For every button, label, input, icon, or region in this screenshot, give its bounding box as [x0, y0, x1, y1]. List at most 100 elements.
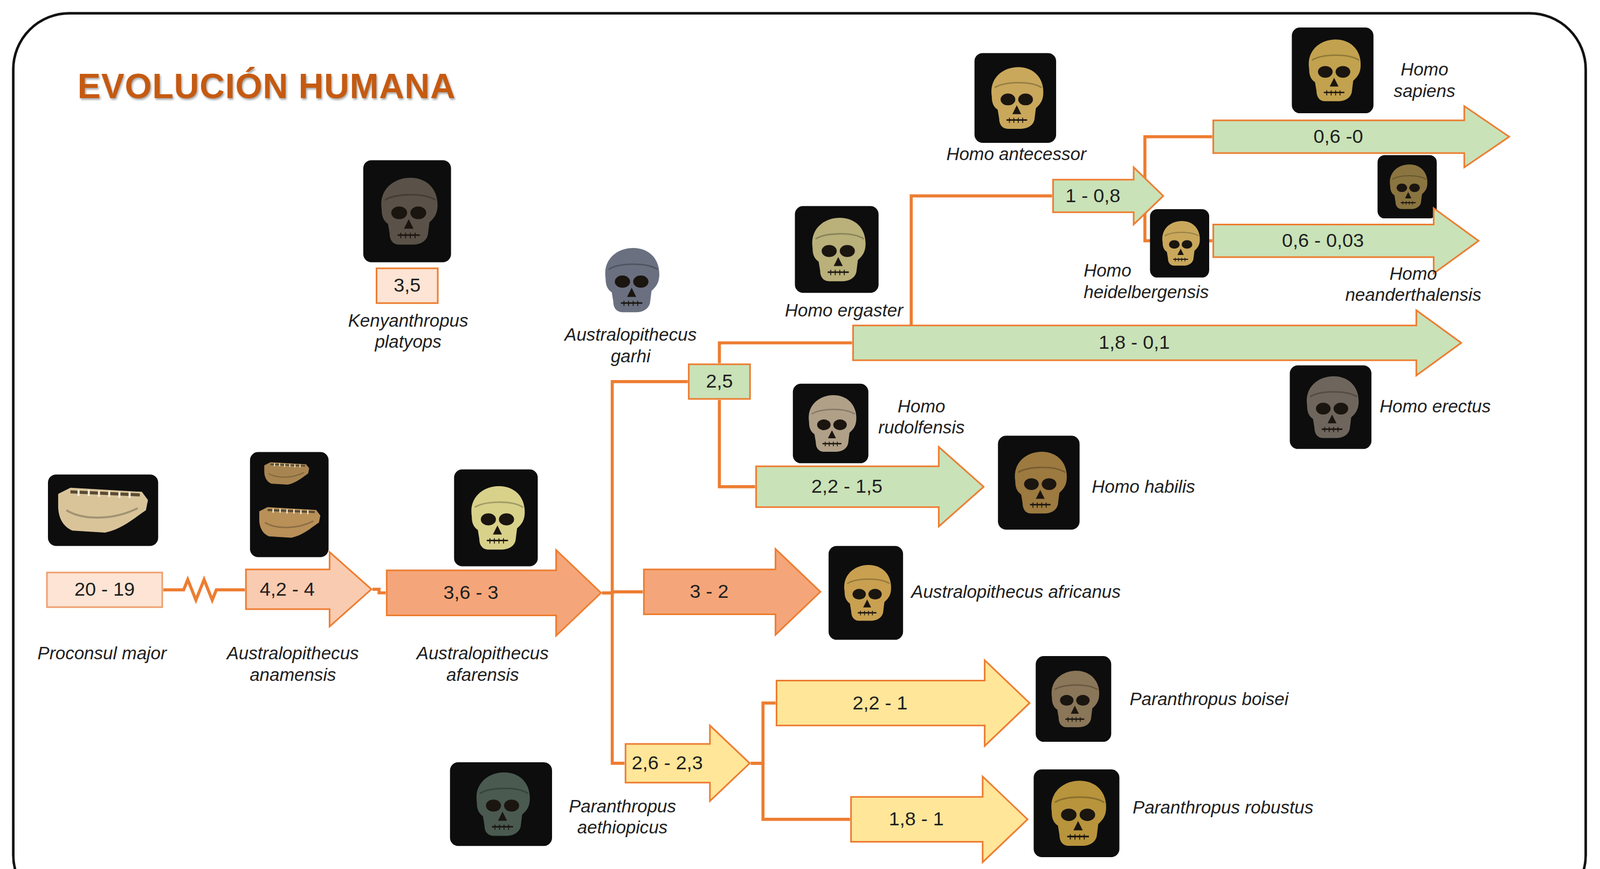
species-name: Homo rudolfensis	[865, 395, 978, 439]
age-range: 4,2 - 4	[259, 577, 315, 601]
frame-border	[13, 13, 1586, 869]
age-range: 20 - 19	[74, 578, 135, 602]
branch-line	[719, 342, 852, 364]
age-arrow: 1,8 - 0,1Homo erectus	[852, 309, 1463, 377]
species-name: Homo ergaster	[714, 299, 903, 322]
skull-photo	[363, 160, 452, 262]
shape-outline	[1052, 167, 1163, 225]
species-name: Paranthropus boisei	[1129, 688, 1364, 711]
species-name: Australopithecus garhi	[548, 324, 713, 368]
skull-photo	[1033, 769, 1120, 858]
range-holder: 4,2 - 4	[244, 569, 330, 610]
species-name: Homo neanderthalensis	[1326, 263, 1501, 307]
species-name: Homo antecessor	[924, 143, 1109, 166]
branch-line	[911, 195, 1052, 326]
age-range: 3,6 - 3	[443, 581, 499, 605]
branch-line	[750, 763, 851, 820]
shape-outline	[376, 268, 438, 303]
skull-photo	[997, 435, 1080, 530]
range-holder: 3 - 2	[642, 569, 776, 615]
age-range: 0,6 - 0,03	[1281, 229, 1364, 253]
age-range: 3,5	[393, 274, 421, 298]
species-name: Kenyanthropus platyops	[326, 309, 491, 354]
branch-line	[602, 381, 688, 593]
skull-photo	[792, 383, 869, 464]
shape-outline	[46, 572, 163, 608]
shape-outline	[1213, 208, 1479, 274]
skull-photo	[1291, 27, 1374, 114]
skull-photo	[1377, 155, 1437, 219]
skull-photo	[450, 762, 553, 846]
shape-outline	[756, 446, 984, 527]
range-holder: 2,6 - 2,3	[624, 743, 710, 783]
age-range: 1,8 - 1	[888, 808, 944, 831]
skull-photo	[250, 452, 329, 558]
skull-photo	[795, 205, 879, 293]
age-arrow: 0,6 -0Homo sapiens	[1212, 105, 1511, 169]
shape-outline	[852, 309, 1461, 376]
skull-photo	[453, 469, 538, 567]
range-holder: 20 - 19	[45, 571, 164, 609]
range-holder: 1 - 0,8	[1052, 179, 1134, 213]
branch-line	[372, 589, 386, 593]
shape-outline	[851, 776, 1028, 862]
age-range: 2,2 - 1	[852, 691, 908, 715]
age-box: 20 - 19Proconsul major	[45, 571, 164, 609]
shape-outline	[688, 364, 751, 399]
species-name: Proconsul major	[20, 642, 184, 665]
range-holder: 3,5	[375, 267, 439, 305]
branch-line	[719, 400, 755, 487]
species-name: Homo erectus	[1379, 395, 1554, 418]
age-arrow: 2,2 - 1,5Homo habilis	[755, 445, 985, 528]
shape-outline	[245, 552, 372, 627]
species-name: Australopithecus africanus	[911, 581, 1187, 604]
species-name: Homo heidelbergensis	[1083, 260, 1237, 304]
age-arrow: 0,6 - 0,03Homo neanderthalensis	[1212, 207, 1480, 275]
species-name: Homo sapiens	[1383, 59, 1466, 102]
shape-outline	[776, 660, 1030, 747]
skull-photo	[47, 474, 158, 547]
skull-photo	[1035, 656, 1112, 742]
branch-line	[750, 702, 776, 764]
skull-photo	[605, 247, 660, 313]
age-range: 1 - 0,8	[1065, 184, 1121, 208]
species-name: Australopithecus anamensis	[211, 642, 375, 686]
skull-photo	[1149, 209, 1210, 278]
age-range: 2,6 - 2,3	[631, 752, 703, 775]
age-arrow: 1,8 - 1Paranthropus robustus	[850, 775, 1029, 864]
age-arrow: 3 - 2Australopithecus africanus	[642, 547, 822, 636]
species-name: Paranthropus robustus	[1132, 796, 1368, 819]
range-holder: 0,6 -0	[1212, 120, 1465, 154]
age-arrow: 4,2 - 4Australopithecus anamensis	[244, 550, 373, 628]
age-box: 3,5Kenyanthropus platyops	[375, 267, 439, 305]
skull-photo	[974, 52, 1057, 143]
range-holder: 2,5	[687, 363, 751, 400]
range-holder: 3,6 - 3	[385, 570, 556, 616]
age-arrow: 2,6 - 2,3Paranthropus aethiopicus	[624, 724, 751, 803]
diagram-title: EVOLUCIÓN HUMANA	[77, 65, 457, 107]
age-arrow: 1 - 0,8Homo antecessor	[1052, 166, 1165, 226]
shape-outline	[1213, 106, 1510, 168]
skull-photo	[1290, 365, 1372, 450]
shape-outline	[625, 725, 750, 802]
age-range: 2,5	[705, 370, 733, 393]
age-arrow: 2,2 - 1Paranthropus boisei	[775, 659, 1031, 748]
branch-line	[602, 592, 625, 764]
species-name: Homo habilis	[1091, 476, 1266, 499]
arrow-shape	[642, 547, 822, 636]
age-range: 2,2 - 1,5	[811, 475, 883, 499]
range-holder: 2,2 - 1,5	[755, 466, 940, 508]
species-name: Australopithecus afarensis	[401, 642, 565, 686]
age-box: 2,5Australopithecus garhi	[687, 363, 751, 400]
range-holder: 1,8 - 0,1	[852, 325, 1417, 361]
range-holder: 1,8 - 1	[850, 796, 983, 842]
shape-outline	[643, 548, 820, 635]
age-range: 3 - 2	[690, 580, 729, 604]
age-range: 0,6 -0	[1313, 125, 1363, 149]
skull-photo	[828, 546, 903, 640]
range-holder: 0,6 - 0,03	[1212, 224, 1434, 258]
species-name: Paranthropus aethiopicus	[550, 795, 694, 839]
age-range: 1,8 - 0,1	[1098, 331, 1170, 355]
